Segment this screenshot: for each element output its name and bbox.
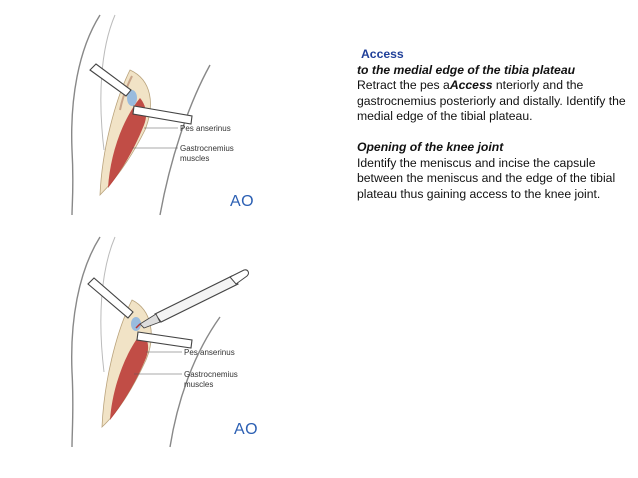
label-muscles: muscles [184,380,213,389]
knee-approach-figure-bottom: Pes anserinus Gastrocnemius muscles AO [71,236,258,448]
label-gastrocnemius: Gastrocnemius [184,370,238,379]
spacer [357,125,635,140]
para1-part1: Retract the pes a [357,78,450,93]
paragraph-retract: Retract the pes aAccess nteriorly and th… [357,78,635,125]
label-muscles: muscles [180,154,209,163]
para1-inline-access: Access [449,78,493,93]
heading-opening-knee-joint: Opening of the knee joint [357,139,504,154]
section-title: Access [361,47,404,61]
ao-logo: AO [234,421,258,438]
label-gastrocnemius: Gastrocnemius [180,144,234,153]
label-pes-anserinus: Pes anserinus [180,124,231,133]
top-illustration: Pes anserinus Gastrocnemius muscles AO [60,10,260,220]
instruction-text: Access to the medial edge of the tibia p… [357,47,635,202]
ao-logo: AO [230,193,254,210]
label-pes-anserinus: Pes anserinus [184,348,235,357]
knee-approach-figure-top: Pes anserinus Gastrocnemius muscles AO [71,14,254,216]
bottom-illustration: Pes anserinus Gastrocnemius muscles AO [60,232,270,452]
para1-part2: nteriorly and the gastrocnemius posterio… [357,78,626,124]
paragraph-opening: Identify the meniscus and incise the cap… [357,155,616,201]
heading-medial-edge: to the medial edge of the tibia plateau [357,62,576,77]
